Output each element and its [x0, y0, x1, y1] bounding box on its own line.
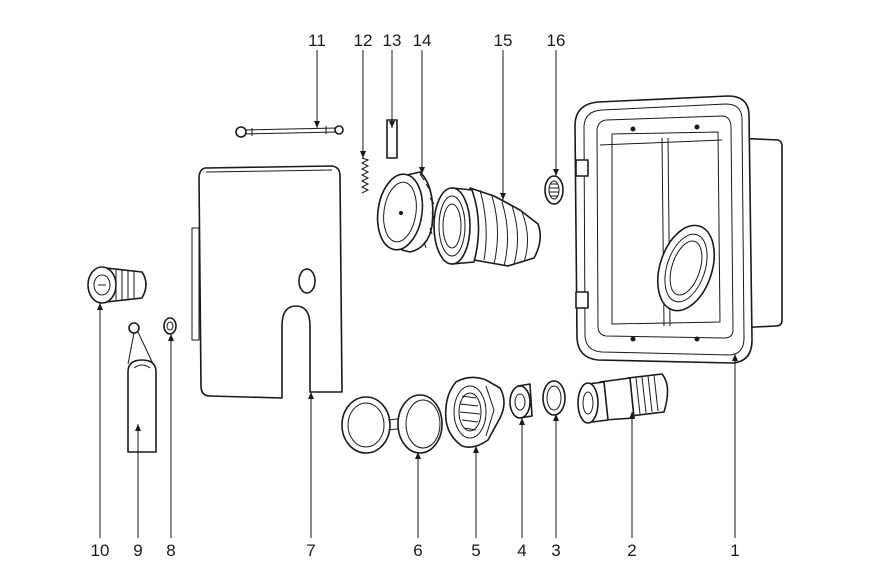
callout-2: 2	[627, 541, 636, 560]
callout-15: 15	[494, 31, 513, 50]
part-13-pin	[386, 119, 398, 159]
leader-lines	[97, 50, 738, 538]
callout-12: 12	[354, 31, 373, 50]
part-4-washer	[509, 383, 533, 419]
callout-1: 1	[730, 541, 739, 560]
part-15-hose-barb	[433, 187, 542, 267]
part-2-valve-fitting	[577, 373, 669, 424]
part-16-grommet	[544, 175, 564, 205]
part-6-cap-tether	[341, 394, 443, 454]
part-9-latch-tab	[127, 322, 157, 453]
callout-9: 9	[133, 541, 142, 560]
callout-4: 4	[517, 541, 526, 560]
callout-labels: 1 2 3 4 5 6 7 8 9 10 11 12 13 14 15 16	[91, 31, 740, 560]
callout-5: 5	[471, 541, 480, 560]
callout-14: 14	[413, 31, 432, 50]
callout-7: 7	[306, 541, 315, 560]
callout-6: 6	[413, 541, 422, 560]
callout-11: 11	[308, 31, 326, 50]
part-14-cap	[376, 171, 435, 253]
part-1-housing	[574, 95, 783, 364]
part-5-lock-nut	[444, 376, 505, 448]
callout-13: 13	[383, 31, 402, 50]
callout-8: 8	[166, 541, 175, 560]
callout-3: 3	[551, 541, 560, 560]
part-8-small-ring	[163, 317, 177, 335]
part-3-o-ring	[542, 380, 566, 416]
part-7-door	[191, 165, 343, 399]
part-11-hinge-pin	[235, 125, 344, 138]
part-12-spring	[360, 157, 370, 194]
part-10-lock-cylinder	[87, 266, 147, 304]
callout-16: 16	[547, 31, 566, 50]
callout-10: 10	[91, 541, 110, 560]
